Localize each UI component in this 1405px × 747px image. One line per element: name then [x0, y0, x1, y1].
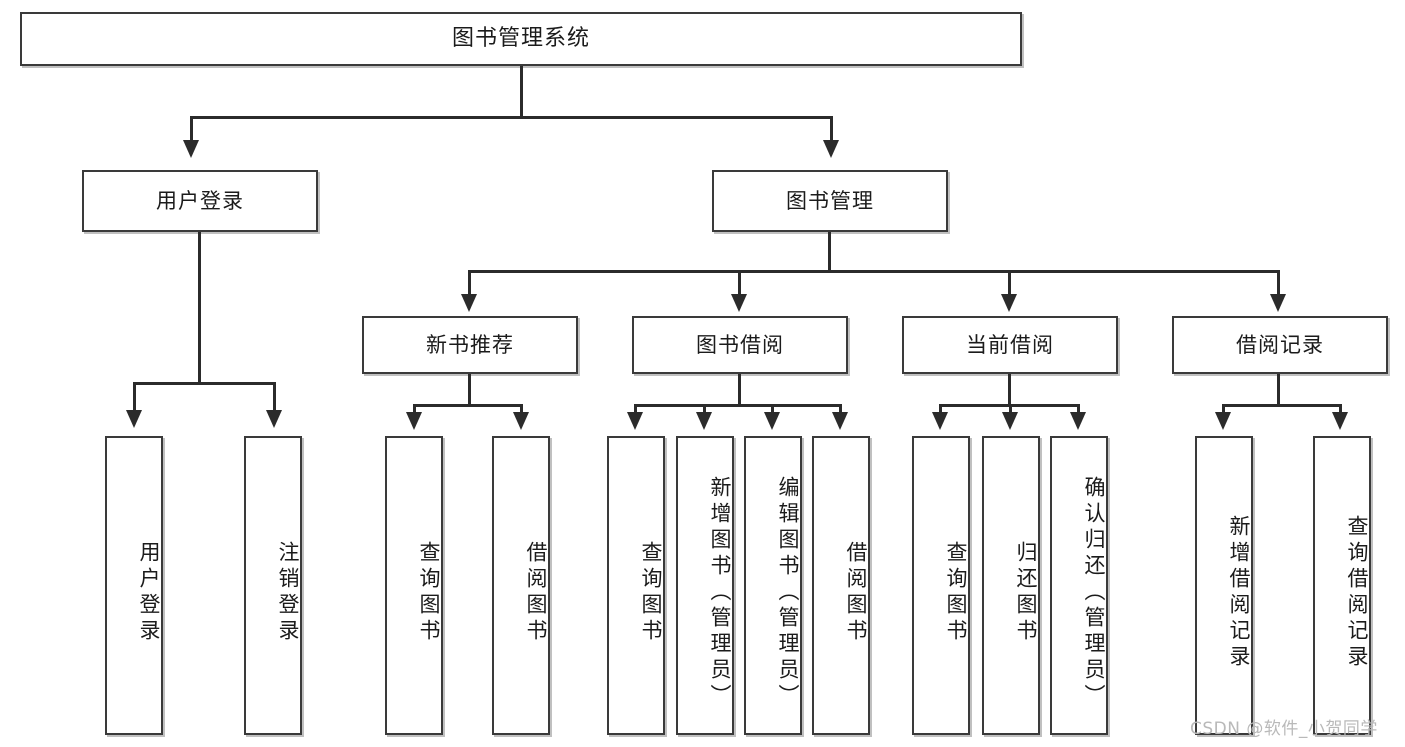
arrowhead-bm-to-book-borrow [731, 294, 747, 312]
leaf-query-record-label: 查询借阅记录 [1345, 514, 1369, 671]
leaf-confirm-return[interactable]: 确认归还（管理员） [1050, 436, 1108, 735]
connector-book-management-bus [468, 270, 1280, 273]
node-current-borrow[interactable]: 当前借阅 [902, 316, 1118, 374]
arrowhead-root-to-book-management [823, 140, 839, 158]
connector-new-book-stem [468, 374, 471, 406]
arrowhead-current-borrow-to-leaf-2 [1002, 412, 1018, 430]
arrowhead-bm-to-current-borrow [1001, 294, 1017, 312]
node-borrow-record[interactable]: 借阅记录 [1172, 316, 1388, 374]
arrowhead-user-login-to-leaf-1 [126, 410, 142, 428]
leaf-return-book-label: 归还图书 [1014, 540, 1038, 645]
arrowhead-book-borrow-to-leaf-2 [696, 412, 712, 430]
leaf-borrow-book-1[interactable]: 借阅图书 [492, 436, 550, 735]
connector-user-login-to-leaf-2 [273, 382, 276, 414]
connector-user-login-bus [133, 382, 276, 385]
leaf-user-login-label: 用户登录 [137, 540, 161, 645]
arrowhead-root-to-user-login [183, 140, 199, 158]
leaf-borrow-book-1-label: 借阅图书 [524, 540, 548, 645]
connector-user-login-stem [198, 232, 201, 384]
connector-bm-to-borrow-record [1277, 270, 1280, 298]
node-user-login[interactable]: 用户登录 [82, 170, 318, 232]
connector-book-borrow-bus [634, 404, 842, 407]
node-root-system-label: 图书管理系统 [451, 26, 590, 52]
leaf-borrow-book-2[interactable]: 借阅图书 [812, 436, 870, 735]
node-new-book-recommend[interactable]: 新书推荐 [362, 316, 578, 374]
connector-bm-to-current-borrow [1008, 270, 1011, 298]
leaf-return-book[interactable]: 归还图书 [982, 436, 1040, 735]
leaf-query-record[interactable]: 查询借阅记录 [1313, 436, 1371, 735]
leaf-add-book[interactable]: 新增图书（管理员） [676, 436, 734, 735]
connector-new-book-bus [413, 404, 523, 407]
arrowhead-borrow-record-to-leaf-2 [1332, 412, 1348, 430]
connector-borrow-record-bus [1222, 404, 1342, 407]
connector-root-to-book-management [830, 116, 833, 144]
leaf-query-book-3-label: 查询图书 [944, 540, 968, 645]
leaf-add-record[interactable]: 新增借阅记录 [1195, 436, 1253, 735]
connector-borrow-record-stem [1277, 374, 1280, 406]
leaf-logout-login-label: 注销登录 [276, 540, 300, 645]
leaf-user-login[interactable]: 用户登录 [105, 436, 163, 735]
node-book-management[interactable]: 图书管理 [712, 170, 948, 232]
arrowhead-borrow-record-to-leaf-1 [1215, 412, 1231, 430]
connector-root-to-user-login [190, 116, 193, 144]
leaf-edit-book-label: 编辑图书（管理员） [776, 475, 800, 710]
node-current-borrow-label: 当前借阅 [966, 332, 1054, 357]
connector-root-stem [520, 66, 523, 118]
connector-book-management-stem [828, 232, 831, 272]
arrowhead-new-book-to-leaf-1 [406, 412, 422, 430]
arrowhead-book-borrow-to-leaf-1 [627, 412, 643, 430]
leaf-query-book-1[interactable]: 查询图书 [385, 436, 443, 735]
arrowhead-bm-to-borrow-record [1270, 294, 1286, 312]
arrowhead-user-login-to-leaf-2 [266, 410, 282, 428]
connector-bm-to-book-borrow [738, 270, 741, 298]
arrowhead-new-book-to-leaf-2 [513, 412, 529, 430]
connector-root-bus [190, 116, 833, 119]
leaf-logout-login[interactable]: 注销登录 [244, 436, 302, 735]
node-new-book-recommend-label: 新书推荐 [426, 332, 514, 357]
leaf-query-book-2[interactable]: 查询图书 [607, 436, 665, 735]
connector-user-login-to-leaf-1 [133, 382, 136, 414]
connector-book-borrow-stem [738, 374, 741, 406]
node-book-borrow-label: 图书借阅 [696, 332, 784, 357]
arrowhead-current-borrow-to-leaf-3 [1070, 412, 1086, 430]
arrowhead-book-borrow-to-leaf-3 [764, 412, 780, 430]
csdn-watermark: CSDN @软件_小贺同学 [1190, 719, 1378, 739]
arrowhead-current-borrow-to-leaf-1 [932, 412, 948, 430]
arrowhead-bm-to-new-book [461, 294, 477, 312]
arrowhead-book-borrow-to-leaf-4 [832, 412, 848, 430]
node-book-borrow[interactable]: 图书借阅 [632, 316, 848, 374]
leaf-add-book-label: 新增图书（管理员） [708, 475, 732, 710]
leaf-add-record-label: 新增借阅记录 [1227, 514, 1251, 671]
node-root-system[interactable]: 图书管理系统 [20, 12, 1022, 66]
leaf-edit-book[interactable]: 编辑图书（管理员） [744, 436, 802, 735]
leaf-query-book-1-label: 查询图书 [417, 540, 441, 645]
node-book-management-label: 图书管理 [786, 188, 874, 213]
leaf-confirm-return-label: 确认归还（管理员） [1082, 475, 1106, 710]
leaf-borrow-book-2-label: 借阅图书 [844, 540, 868, 645]
leaf-query-book-2-label: 查询图书 [639, 540, 663, 645]
leaf-query-book-3[interactable]: 查询图书 [912, 436, 970, 735]
node-user-login-label: 用户登录 [156, 188, 244, 213]
connector-bm-to-new-book [468, 270, 471, 298]
node-borrow-record-label: 借阅记录 [1236, 332, 1324, 357]
connector-current-borrow-stem [1008, 374, 1011, 406]
